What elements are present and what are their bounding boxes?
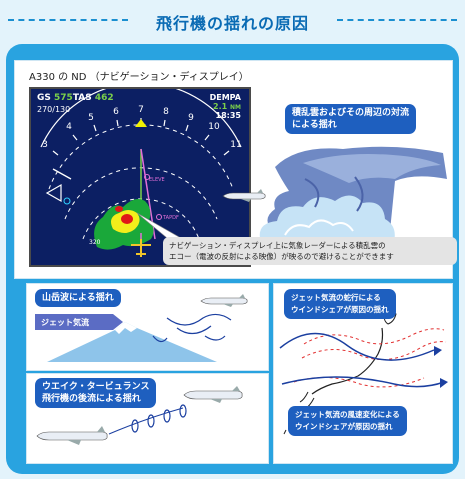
arrow-head <box>440 378 448 388</box>
wake-illustration <box>108 404 187 435</box>
gs-value: 575 <box>54 93 73 103</box>
cloud-anvil <box>303 154 441 183</box>
heading-labels: 3 4 5 6 7 8 9 10 11 <box>42 105 242 150</box>
nd-note-line: ナビゲーション・ディスプレイ上に気象レーダーによる積乱雲の <box>169 241 386 250</box>
mountain-snowcap <box>115 322 137 334</box>
airplane-icon <box>222 189 266 202</box>
jet-stream-arrow <box>279 332 435 361</box>
gs-label: GS <box>37 93 51 103</box>
wake-label: ウエイク・タービュランス 飛行機の後流による揺れ <box>35 378 157 408</box>
heading-label: 10 <box>208 122 220 132</box>
wave-line <box>166 313 232 326</box>
jet-stream-arrow <box>281 376 445 388</box>
meander-caption-line: ジェット気流の蛇行による <box>291 293 381 302</box>
weather-echo-red <box>115 206 123 212</box>
jet-stream-panel: ジェット気流の蛇行による ウインドシェアが原因の揺れ ジェット気流の風速変化によ… <box>273 283 453 464</box>
mountain-wave-panel: 山岳波による揺れ ジェット気流 <box>26 283 269 371</box>
meander-caption-line: ウインドシェアが原因の揺れ <box>291 305 389 314</box>
wind-readout: 270/130 <box>37 105 71 114</box>
heading-label: 7 <box>138 105 144 115</box>
cloud-highlight <box>284 219 354 236</box>
fix-label: ELEVE <box>149 177 165 183</box>
wind-arrow-icon <box>45 183 62 203</box>
heading-label: 5 <box>88 113 94 123</box>
japan-map <box>279 309 448 435</box>
speed-change-caption-line: ウインドシェアが原因の揺れ <box>295 422 393 431</box>
mountain <box>47 322 217 362</box>
wake-vortex <box>163 409 171 423</box>
waypoint-name: DEMPA <box>209 93 241 102</box>
jet-stream-arrow <box>35 314 123 330</box>
header-divider-right <box>337 19 457 21</box>
aircraft-symbol-icon <box>131 239 151 257</box>
wave-line <box>204 335 226 341</box>
airplane-icon <box>36 426 108 445</box>
tas-label: TAS <box>72 93 92 103</box>
fix-label: TAPDF <box>163 215 179 221</box>
wave-line <box>152 335 168 343</box>
jet-stream-label: ジェット気流 <box>41 318 89 327</box>
nd-note: ナビゲーション・ディスプレイ上に気象レーダーによる積乱雲の エコー（電波の反射に… <box>163 237 457 265</box>
distance-unit: NM <box>230 104 241 111</box>
weather-echo-red <box>121 214 133 224</box>
tas-value: 462 <box>94 93 114 103</box>
waypoint-marker <box>144 174 150 180</box>
heading-label: 3 <box>42 140 48 150</box>
wake-vortex <box>179 404 187 418</box>
heading-label: 9 <box>188 113 194 123</box>
jet-stream-path <box>303 328 445 345</box>
cloud-caption: 積乱雲およびその周辺の対流 による揺れ <box>285 104 417 134</box>
gs-readout: GS 575TAS 462 <box>37 93 114 103</box>
wake-vortex <box>147 414 155 428</box>
nd-graphics: 3 4 5 6 7 8 9 10 11 <box>40 89 242 257</box>
arrow-head <box>434 346 442 356</box>
convection-arrows <box>304 176 364 212</box>
mountain-wave-label: 山岳波による揺れ <box>35 289 121 307</box>
heading-label: 6 <box>113 107 119 117</box>
jet-stream-path <box>301 341 447 361</box>
vor-marker <box>63 197 71 205</box>
mountain-illustration <box>35 313 232 362</box>
wake-label-line: ウエイク・タービュランス <box>42 382 150 392</box>
nd-panel: A330 の ND （ナビゲーション・ディスプレイ） 3 4 5 6 7 <box>14 60 457 279</box>
cumulonimbus-illustration <box>259 146 447 261</box>
airplane-icon <box>200 294 248 307</box>
time-readout: 18:35 <box>215 111 241 120</box>
wake-vortex <box>131 419 139 433</box>
nd-note-line: エコー（電波の反射による映像）が映るので避けることができます <box>169 252 394 261</box>
wake-label-line: 飛行機の後流による揺れ <box>42 394 141 404</box>
nd-panel-label: A330 の ND （ナビゲーション・ディスプレイ） <box>29 72 249 83</box>
heading-bug-icon <box>135 119 147 127</box>
cloud-caption-line: による揺れ <box>292 120 337 130</box>
meander-caption: ジェット気流の蛇行による ウインドシェアが原因の揺れ <box>284 289 396 319</box>
honshu <box>311 327 384 395</box>
header-divider-left <box>8 19 128 21</box>
heading-label: 4 <box>66 122 72 132</box>
waypoint-readout: DEMPA 2.1 NM 18:35 <box>210 93 241 120</box>
page-title: 飛行機の揺れの原因 <box>155 14 309 33</box>
header <box>0 0 465 40</box>
distance-value: 2.1 <box>213 102 228 111</box>
heading-label: 8 <box>163 107 169 117</box>
heading-tick-marks <box>52 118 230 156</box>
waypoint-marker <box>156 214 162 220</box>
wake-trail <box>108 407 184 435</box>
heading-label: 11 <box>230 140 241 150</box>
cloud-caption-line: 積乱雲およびその周辺の対流 <box>292 108 410 118</box>
airplane-icon <box>183 386 243 403</box>
range-label: 320 <box>89 239 101 246</box>
wake-panel: ウエイク・タービュランス 飛行機の後流による揺れ <box>26 373 269 464</box>
compass-arc <box>40 89 242 148</box>
wind-line <box>52 168 72 180</box>
wave-line <box>176 325 212 335</box>
speed-change-caption-line: ジェット気流の風速変化による <box>295 410 400 419</box>
speed-change-caption: ジェット気流の風速変化による ウインドシェアが原因の揺れ <box>288 406 407 436</box>
range-ring-outer <box>48 124 234 190</box>
